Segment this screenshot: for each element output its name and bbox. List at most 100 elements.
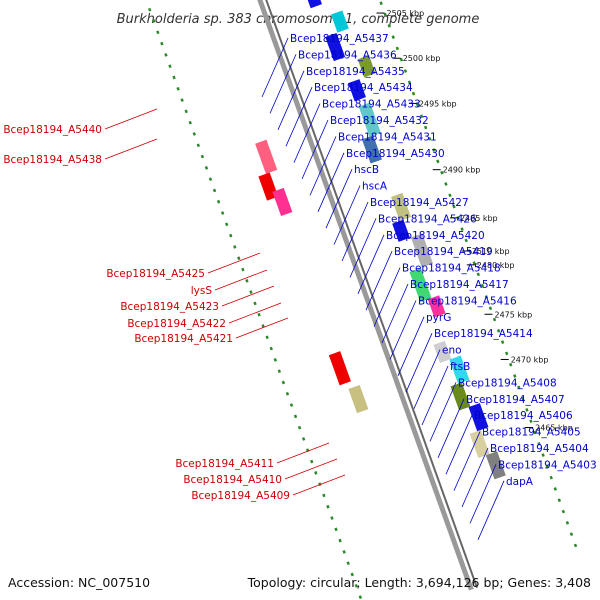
gene-label-right: dapA <box>506 476 534 488</box>
gene-block <box>357 55 376 78</box>
gene-block <box>328 351 351 386</box>
leader-line <box>389 300 417 360</box>
accession-text: Accession: NC_007510 <box>8 575 150 590</box>
gene-block <box>433 340 452 363</box>
gene-block <box>348 79 366 102</box>
gene-label-left: Bcep18194_A5422 <box>127 318 226 330</box>
kbp-tick-label: 2505 kbp <box>387 9 425 18</box>
gene-label-right: Bcep18194_A5426 <box>378 213 477 225</box>
leader-line <box>221 285 275 307</box>
gene-label-left: Bcep18194_A5421 <box>134 333 233 345</box>
leader-line <box>453 431 481 491</box>
leader-line <box>445 415 473 475</box>
leader-line <box>292 474 346 496</box>
gene-label-right: Bcep18194_A5405 <box>482 427 581 439</box>
track-layer <box>144 0 579 600</box>
leader-line <box>293 103 321 163</box>
leader-line <box>381 283 409 344</box>
gene-label-right: Bcep18194_A5433 <box>322 99 421 111</box>
kbp-tick-label: 2500 kbp <box>403 54 441 63</box>
gene-label-right: Bcep18194_A5407 <box>466 394 565 406</box>
gene-labels: Bcep18194_A5437Bcep18194_A5436Bcep18194_… <box>3 33 597 540</box>
leader-line <box>421 365 449 426</box>
leader-line <box>276 442 330 464</box>
gene-block <box>469 429 490 459</box>
gene-block <box>255 139 278 174</box>
leader-line <box>317 152 345 212</box>
leader-line <box>104 138 158 160</box>
leader-line <box>469 464 497 524</box>
gene-label-right: Bcep18194_A5414 <box>434 328 533 340</box>
leader-line <box>228 302 282 324</box>
gene-label-left: Bcep18194_A5438 <box>3 154 102 166</box>
gene-label-right: Bcep18194_A5404 <box>490 443 589 455</box>
kbp-ruler: 2510 kbp 2505 kbp 2500 kbp 2495 kbp 2490 kbp… <box>376 9 573 433</box>
gene-block <box>330 10 349 33</box>
leader-line <box>284 458 338 480</box>
leader-line <box>429 382 457 442</box>
gene-label-left: Bcep18194_A5423 <box>120 301 219 313</box>
gene-block <box>449 355 470 384</box>
gene-label-left: Bcep18194_A5410 <box>183 474 282 486</box>
gene-label-right: Bcep18194_A5430 <box>346 148 445 160</box>
kbp-tick-label: 2465 kbp <box>535 424 573 433</box>
leader-line <box>235 317 289 339</box>
leader-line <box>397 316 425 376</box>
leader-line <box>413 349 441 409</box>
gene-label-right: Bcep18194_A5419 <box>394 246 493 258</box>
gene-label-right: Bcep18194_A5417 <box>410 279 509 291</box>
backbone-line <box>265 0 478 589</box>
gene-block <box>410 233 434 268</box>
gene-label-right: Bcep18194_A5406 <box>474 410 573 422</box>
leader-line <box>461 447 489 508</box>
leader-line <box>104 108 158 130</box>
gene-label-right: Bcep18194_A5403 <box>498 459 597 471</box>
kbp-tick-label: 2485 kbp <box>460 214 498 223</box>
gene-layer <box>255 0 506 480</box>
kbp-tick-label: 2480 kbp <box>477 261 515 270</box>
gene-label-left: Bcep18194_A5440 <box>3 124 102 136</box>
gene-label-right: Bcep18194_A5436 <box>298 49 397 61</box>
leader-line <box>437 398 465 458</box>
leader-line <box>405 333 433 393</box>
gene-label-right: Bcep18194_A5435 <box>306 66 405 78</box>
leader-line <box>341 201 369 262</box>
gene-block <box>391 192 412 222</box>
topology-text: Topology: circular; Length: 3,694,126 bp… <box>247 575 591 590</box>
gene-label-right: Bcep18194_A5418 <box>402 263 501 275</box>
gene-label-right: Bcep18194_A5420 <box>386 230 485 242</box>
kbp-tick-label: 2495 kbp <box>419 99 457 108</box>
leader-line <box>333 185 361 245</box>
gene-block <box>450 382 471 411</box>
gene-label-right: pyrG <box>426 312 451 324</box>
gene-label-left: Bcep18194_A5409 <box>191 490 290 502</box>
leader-line <box>325 169 353 229</box>
kbp-tick-label: 2475 kbp <box>495 310 533 319</box>
gene-block <box>468 403 489 432</box>
gene-label-left: lysS <box>191 285 213 297</box>
gene-block <box>325 32 346 62</box>
gene-label-right: Bcep18194_A5432 <box>330 115 429 127</box>
gene-label-right: Bcep18194_A5431 <box>338 131 437 143</box>
leader-line <box>309 136 337 196</box>
gene-block <box>348 384 369 414</box>
gene-label-right: Bcep18194_A5427 <box>370 197 469 209</box>
gene-block <box>409 267 432 303</box>
gene-block <box>361 135 382 164</box>
leader-line <box>301 119 329 180</box>
gene-label-right: Bcep18194_A5434 <box>314 82 413 94</box>
gene-block <box>427 295 446 318</box>
leader-line <box>357 234 385 294</box>
gene-label-right: hscA <box>362 181 388 193</box>
gene-block <box>304 0 322 9</box>
gene-label-left: Bcep18194_A5425 <box>106 268 205 280</box>
leader-line <box>277 70 305 130</box>
kbp-tick-label: 2490 kbp <box>443 166 481 175</box>
gene-label-left: Bcep18194_A5411 <box>175 458 274 470</box>
kbp-tick-label: 2510 kbp <box>472 247 510 256</box>
gene-block <box>272 187 293 216</box>
leader-line <box>207 252 261 274</box>
leader-line <box>349 218 377 278</box>
gene-block <box>392 219 410 242</box>
